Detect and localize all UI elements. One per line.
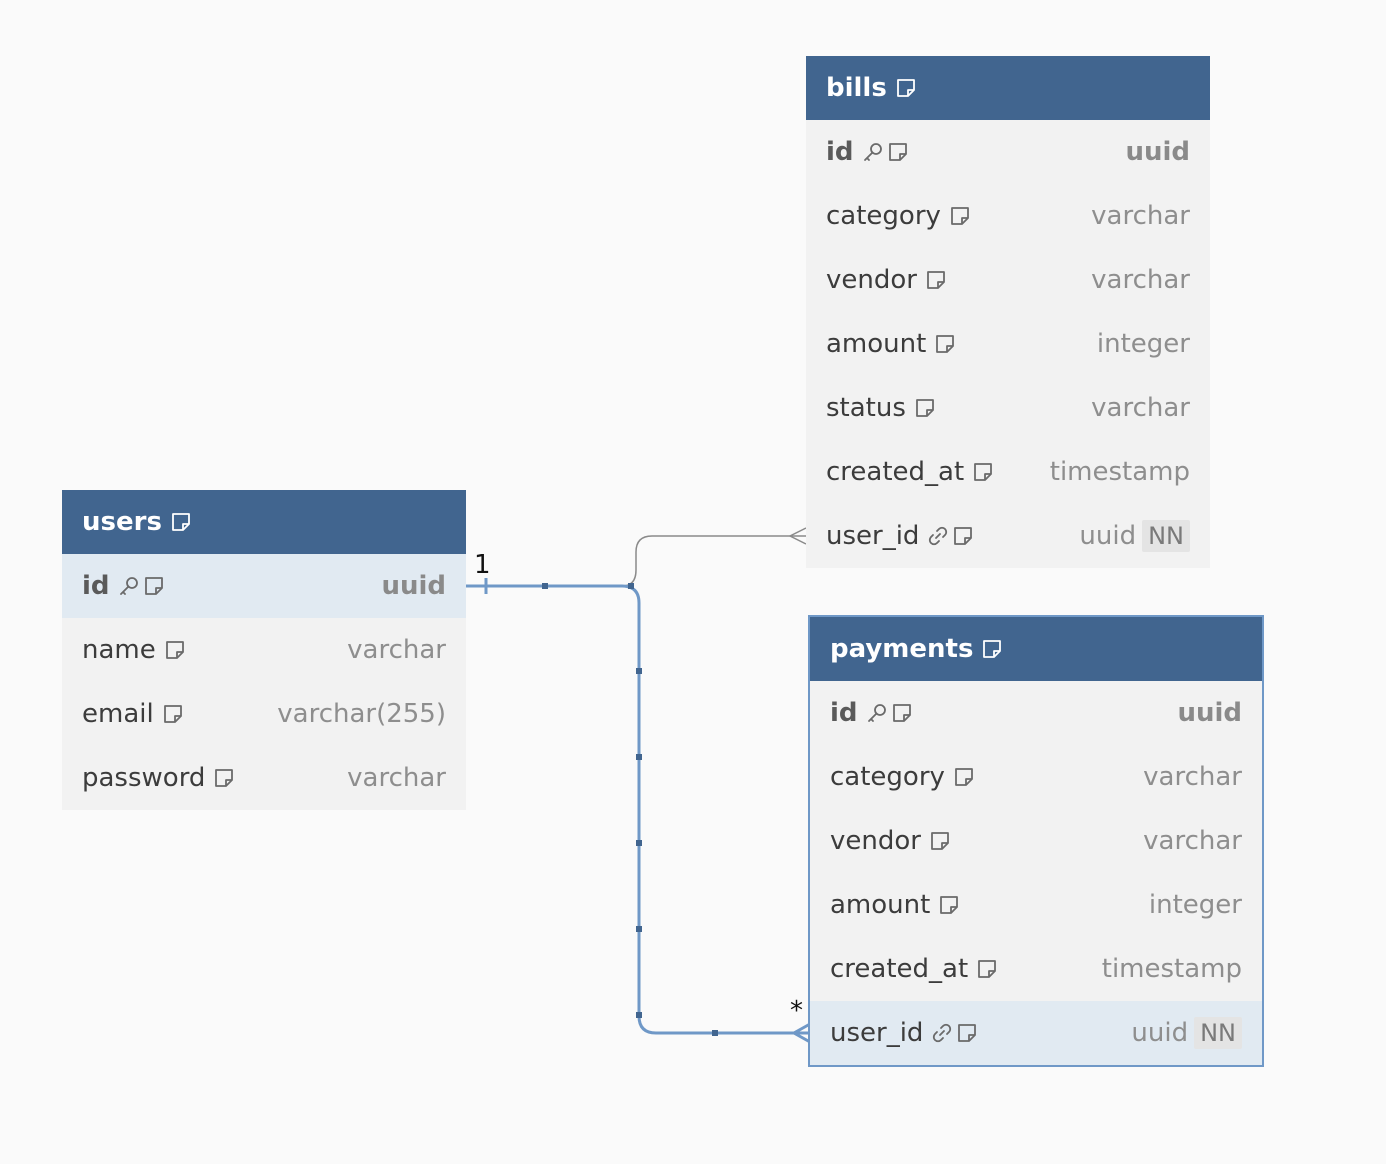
column-type: varchar bbox=[347, 635, 446, 665]
table-title: payments bbox=[830, 634, 974, 664]
column-name: id bbox=[82, 571, 110, 601]
note-icon[interactable] bbox=[952, 525, 974, 547]
column-name: id bbox=[826, 137, 854, 167]
column-row[interactable]: category varchar bbox=[806, 184, 1210, 248]
column-row[interactable]: email varchar(255) bbox=[62, 682, 466, 746]
note-icon[interactable] bbox=[143, 575, 165, 597]
column-name: password bbox=[82, 763, 206, 793]
relationship-users-bills[interactable] bbox=[466, 535, 806, 587]
note-icon[interactable] bbox=[949, 205, 971, 227]
column-name: name bbox=[82, 635, 156, 665]
cardinality-many: * bbox=[790, 996, 803, 1026]
key-icon bbox=[866, 702, 888, 724]
column-name: category bbox=[830, 762, 945, 792]
column-name: user_id bbox=[826, 521, 920, 551]
column-row[interactable]: amount integer bbox=[806, 312, 1210, 376]
note-icon[interactable] bbox=[938, 894, 960, 916]
column-name: email bbox=[82, 699, 154, 729]
column-type: uuid bbox=[381, 571, 446, 601]
column-type: varchar bbox=[1143, 762, 1242, 792]
crowfoot-payments bbox=[790, 1022, 811, 1044]
column-row[interactable]: created_at timestamp bbox=[806, 440, 1210, 504]
column-name: status bbox=[826, 393, 906, 423]
table-header[interactable]: payments bbox=[810, 617, 1262, 681]
column-type: varchar bbox=[1143, 826, 1242, 856]
column-type: integer bbox=[1148, 890, 1242, 920]
note-icon[interactable] bbox=[972, 461, 994, 483]
column-name: user_id bbox=[830, 1018, 924, 1048]
column-name: vendor bbox=[826, 265, 917, 295]
column-row[interactable]: password varchar bbox=[62, 746, 466, 810]
note-icon[interactable] bbox=[164, 639, 186, 661]
note-icon[interactable] bbox=[887, 141, 909, 163]
column-row[interactable]: id uuid bbox=[62, 554, 466, 618]
column-name: created_at bbox=[826, 457, 965, 487]
column-row[interactable]: created_at timestamp bbox=[810, 937, 1262, 1001]
route-handles[interactable] bbox=[542, 583, 718, 1036]
column-type: varchar bbox=[1091, 265, 1190, 295]
table-users[interactable]: users id uuid name varchar email varchar(255) p… bbox=[62, 490, 466, 810]
column-name: amount bbox=[830, 890, 931, 920]
link-icon bbox=[927, 525, 949, 547]
column-type: varchar bbox=[1091, 201, 1190, 231]
column-row[interactable]: id uuid bbox=[810, 681, 1262, 745]
table-title: bills bbox=[826, 73, 887, 103]
column-name: vendor bbox=[830, 826, 921, 856]
note-icon[interactable] bbox=[976, 958, 998, 980]
link-icon bbox=[931, 1022, 953, 1044]
key-icon bbox=[862, 141, 884, 163]
note-icon[interactable] bbox=[925, 269, 947, 291]
not-null-badge: NN bbox=[1142, 520, 1190, 552]
note-icon[interactable] bbox=[956, 1022, 978, 1044]
column-name: amount bbox=[826, 329, 927, 359]
column-row[interactable]: id uuid bbox=[806, 120, 1210, 184]
column-row[interactable]: status varchar bbox=[806, 376, 1210, 440]
relationship-users-payments[interactable] bbox=[466, 584, 810, 1035]
note-icon[interactable] bbox=[170, 511, 192, 533]
column-type: timestamp bbox=[1101, 954, 1242, 984]
column-name: id bbox=[830, 698, 858, 728]
note-icon[interactable] bbox=[953, 766, 975, 788]
note-icon[interactable] bbox=[213, 767, 235, 789]
note-icon[interactable] bbox=[914, 397, 936, 419]
note-icon[interactable] bbox=[934, 333, 956, 355]
note-icon[interactable] bbox=[162, 703, 184, 725]
column-type: timestamp bbox=[1049, 457, 1190, 487]
table-bills[interactable]: bills id uuid category varchar vendor varchar a… bbox=[806, 56, 1210, 568]
column-type: varchar(255) bbox=[277, 699, 446, 729]
column-row[interactable]: category varchar bbox=[810, 745, 1262, 809]
column-name: created_at bbox=[830, 954, 969, 984]
table-payments[interactable]: payments id uuid category varchar vendor varch… bbox=[808, 615, 1264, 1067]
column-type: uuid bbox=[1125, 137, 1190, 167]
column-type: varchar bbox=[347, 763, 446, 793]
key-icon bbox=[118, 575, 140, 597]
note-icon[interactable] bbox=[981, 638, 1003, 660]
column-name: category bbox=[826, 201, 941, 231]
column-row[interactable]: name varchar bbox=[62, 618, 466, 682]
column-type: integer bbox=[1096, 329, 1190, 359]
column-row[interactable]: vendor varchar bbox=[810, 809, 1262, 873]
column-row[interactable]: amount integer bbox=[810, 873, 1262, 937]
column-type: uuid bbox=[1131, 1018, 1189, 1048]
column-type: uuid bbox=[1177, 698, 1242, 728]
note-icon[interactable] bbox=[891, 702, 913, 724]
note-icon[interactable] bbox=[929, 830, 951, 852]
column-type: uuid bbox=[1079, 521, 1137, 551]
column-row[interactable]: vendor varchar bbox=[806, 248, 1210, 312]
table-header[interactable]: bills bbox=[806, 56, 1210, 120]
table-title: users bbox=[82, 507, 162, 537]
table-header[interactable]: users bbox=[62, 490, 466, 554]
note-icon[interactable] bbox=[895, 77, 917, 99]
column-type: varchar bbox=[1091, 393, 1190, 423]
cardinality-one: 1 bbox=[474, 550, 491, 580]
not-null-badge: NN bbox=[1194, 1017, 1242, 1049]
crowfoot-bills bbox=[788, 527, 807, 545]
